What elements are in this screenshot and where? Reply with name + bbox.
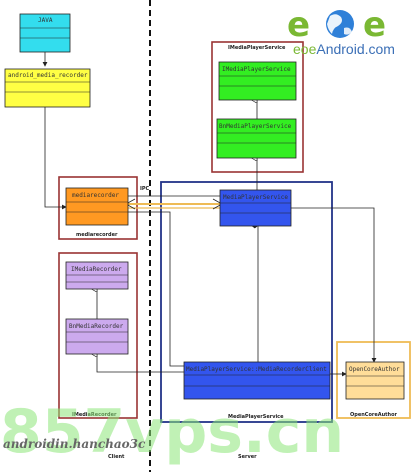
globe-icon bbox=[326, 10, 354, 38]
node-opencoreauthor[interactable]: OpenCoreAuthor bbox=[345, 361, 405, 400]
node-mediarecorderclient[interactable]: MediaPlayerService::MediaRecorderClient bbox=[183, 361, 331, 400]
group-imediarecorder bbox=[58, 252, 138, 419]
group-label-mediaplayerservice: MediaPlayerService bbox=[228, 414, 284, 420]
logo-letter-e-left: e bbox=[287, 5, 310, 45]
edge-mps-to-opencore bbox=[291, 207, 377, 363]
region-label-server: Server bbox=[238, 454, 257, 460]
node-android-media-recorder[interactable]: android_media_recorder bbox=[4, 68, 91, 108]
group-label-imediaplayerservice: IMediaPlayerService bbox=[228, 45, 286, 51]
region-label-client: Client bbox=[108, 454, 125, 460]
node-imediarecorder[interactable]: IMediaRecorder bbox=[65, 261, 129, 290]
node-android-media-recorder-label: android_media_recorder bbox=[8, 72, 88, 79]
node-java-label: JAVA bbox=[38, 17, 53, 24]
node-mediarecorderclient-label: MediaPlayerService::MediaRecorderClient bbox=[186, 366, 327, 373]
brand-eoe: eoe bbox=[293, 41, 317, 57]
node-bnmediarecorder-label: BnMediaRecorder bbox=[69, 323, 124, 330]
node-imediaplayerservice[interactable]: IMediaPlayerService bbox=[218, 61, 297, 101]
node-mediarecorder-label: mediarecorder bbox=[72, 192, 119, 199]
watermark-857vps: 857vps.cn bbox=[0, 397, 344, 467]
node-imediaplayerservice-label: IMediaPlayerService bbox=[222, 66, 291, 73]
logo-letter-e-right: e bbox=[363, 5, 386, 45]
node-imediarecorder-label: IMediaRecorder bbox=[71, 266, 122, 273]
edge-mediarecorder-to-client bbox=[128, 211, 184, 367]
group-label-mediarecorder: mediarecorder bbox=[76, 232, 118, 238]
node-bnmediarecorder[interactable]: BnMediaRecorder bbox=[65, 318, 129, 355]
eoe-logo: e e eoeAndroid.com bbox=[287, 5, 395, 57]
group-label-opencoreauthor: OpenCoreAuthor bbox=[350, 412, 398, 418]
node-mediaplayerservice-label: MediaPlayerService bbox=[223, 194, 288, 201]
group-mediaplayerservice bbox=[160, 181, 333, 423]
group-label-imediarecorder: IMediaRecorder bbox=[72, 412, 117, 418]
edge-client-to-bnmediarecorder bbox=[97, 354, 184, 373]
node-mediarecorder[interactable]: mediarecorder bbox=[65, 187, 129, 226]
watermark-author: androidin.hanchao3c bbox=[3, 437, 146, 451]
brand-android: Android.com bbox=[316, 41, 395, 57]
node-bnmediaplayerservice[interactable]: BnMediaPlayerService bbox=[216, 118, 297, 159]
group-opencoreauthor bbox=[336, 341, 411, 419]
node-mediaplayerservice[interactable]: MediaPlayerService bbox=[219, 189, 292, 227]
edge-jni-to-mediarecorder bbox=[44, 107, 67, 210]
node-java[interactable]: JAVA bbox=[19, 13, 71, 53]
node-bnmediaplayerservice-label: BnMediaPlayerService bbox=[219, 123, 292, 130]
brand-site: eoeAndroid.com bbox=[293, 41, 395, 57]
ipc-label: IPC bbox=[140, 186, 150, 192]
group-imediaplayerservice bbox=[211, 41, 304, 173]
node-opencoreauthor-label: OpenCoreAuthor bbox=[349, 366, 400, 373]
